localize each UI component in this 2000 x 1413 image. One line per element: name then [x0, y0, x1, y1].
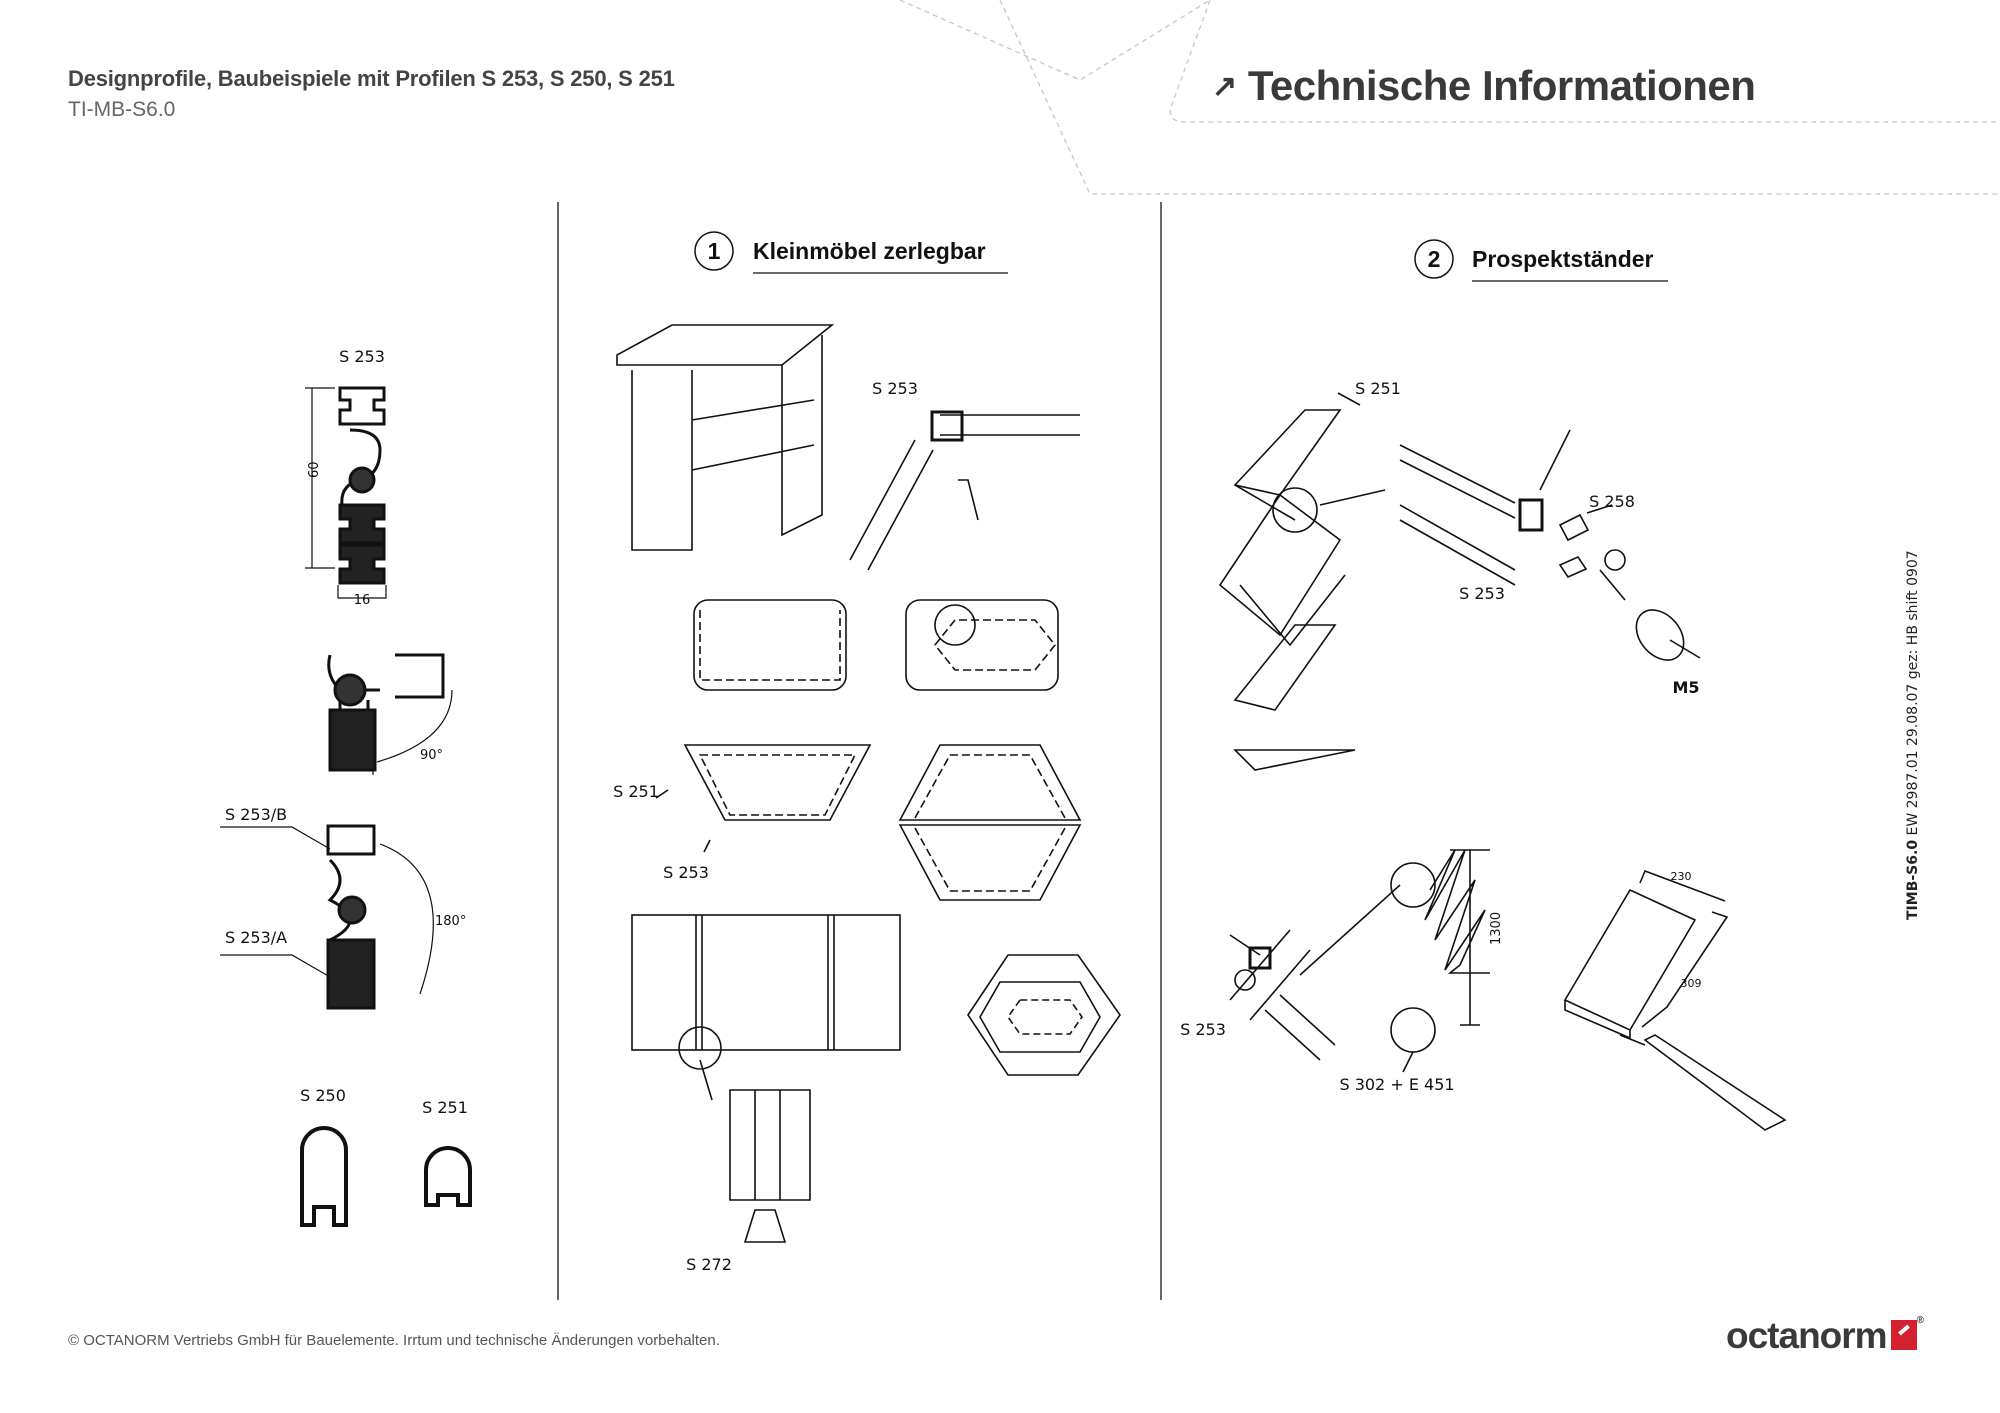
- label-s253-hinge: S 253: [872, 379, 918, 398]
- arrow-icon: ↗: [1212, 70, 1237, 103]
- profile-s250-drawing: [300, 1126, 348, 1227]
- example2-number: 2: [1428, 246, 1441, 272]
- drawing-meta: EW 2987.01 29.08.07 gez: HB shift 0907: [1905, 550, 1921, 840]
- logo-mark-icon: [1890, 1320, 1917, 1350]
- label-s251: S 251: [422, 1098, 468, 1117]
- label-s253b: S 253/B: [225, 805, 287, 824]
- label-s302-e451: S 302 + E 451: [1339, 1075, 1454, 1094]
- octanorm-logo: octanorm ®: [1726, 1315, 1924, 1357]
- label-s251-mid: S 251: [613, 782, 659, 801]
- drawing-code: TIMB-S6.0: [1905, 839, 1921, 920]
- profile-s251-drawing: [424, 1146, 472, 1207]
- label-angle-180: 180°: [435, 914, 466, 929]
- profile-s253-drawing: [338, 386, 386, 585]
- label-s253-mid: S 253: [663, 863, 709, 882]
- footer-copyright: © OCTANORM Vertriebs GmbH für Bauelement…: [68, 1332, 720, 1349]
- label-s272: S 272: [686, 1255, 732, 1274]
- label-s258: S 258: [1589, 492, 1635, 511]
- document-title: Designprofile, Baubeispiele mit Profilen…: [68, 66, 675, 91]
- dim-height: 60: [307, 461, 322, 478]
- profile-90deg-drawing: [327, 653, 453, 775]
- dim-309: 309: [1681, 977, 1702, 990]
- example1-number: 1: [708, 238, 721, 264]
- label-m5: M5: [1672, 678, 1699, 697]
- label-angle-90: 90°: [420, 748, 443, 763]
- example2-heading: 2 Prospektständer: [1414, 239, 1668, 282]
- logo-registered: ®: [1916, 1315, 1924, 1326]
- section-title: ↗ Technische Informationen: [1212, 62, 1756, 110]
- section-title-text: Technische Informationen: [1247, 62, 1756, 109]
- document-code: TI-MB-S6.0: [68, 98, 176, 121]
- profile-180deg-drawing: [220, 824, 434, 1010]
- dim-230: 230: [1671, 870, 1692, 883]
- dim-width: 16: [354, 593, 371, 608]
- brochure-stand-drawings: [1218, 392, 1787, 1131]
- label-s251-right: S 251: [1355, 379, 1401, 398]
- furniture-drawings: [616, 324, 1121, 1243]
- example1-heading: 1 Kleinmöbel zerlegbar: [694, 231, 1008, 274]
- example1-title: Kleinmöbel zerlegbar: [753, 238, 986, 264]
- label-s253-right: S 253: [1459, 584, 1505, 603]
- label-s253: S 253: [339, 347, 385, 366]
- label-s250: S 250: [300, 1086, 346, 1105]
- logo-text: octanorm: [1726, 1315, 1888, 1356]
- drawing-reference: TIMB-S6.0 EW 2987.01 29.08.07 gez: HB sh…: [1905, 550, 1921, 920]
- decor-dashes: [899, 0, 2000, 195]
- example2-title: Prospektständer: [1472, 246, 1654, 272]
- dim-1300: 1300: [1489, 912, 1504, 945]
- label-s253a: S 253/A: [225, 928, 287, 947]
- label-s253-bottom: S 253: [1180, 1020, 1226, 1039]
- dimension-lines: [305, 387, 387, 599]
